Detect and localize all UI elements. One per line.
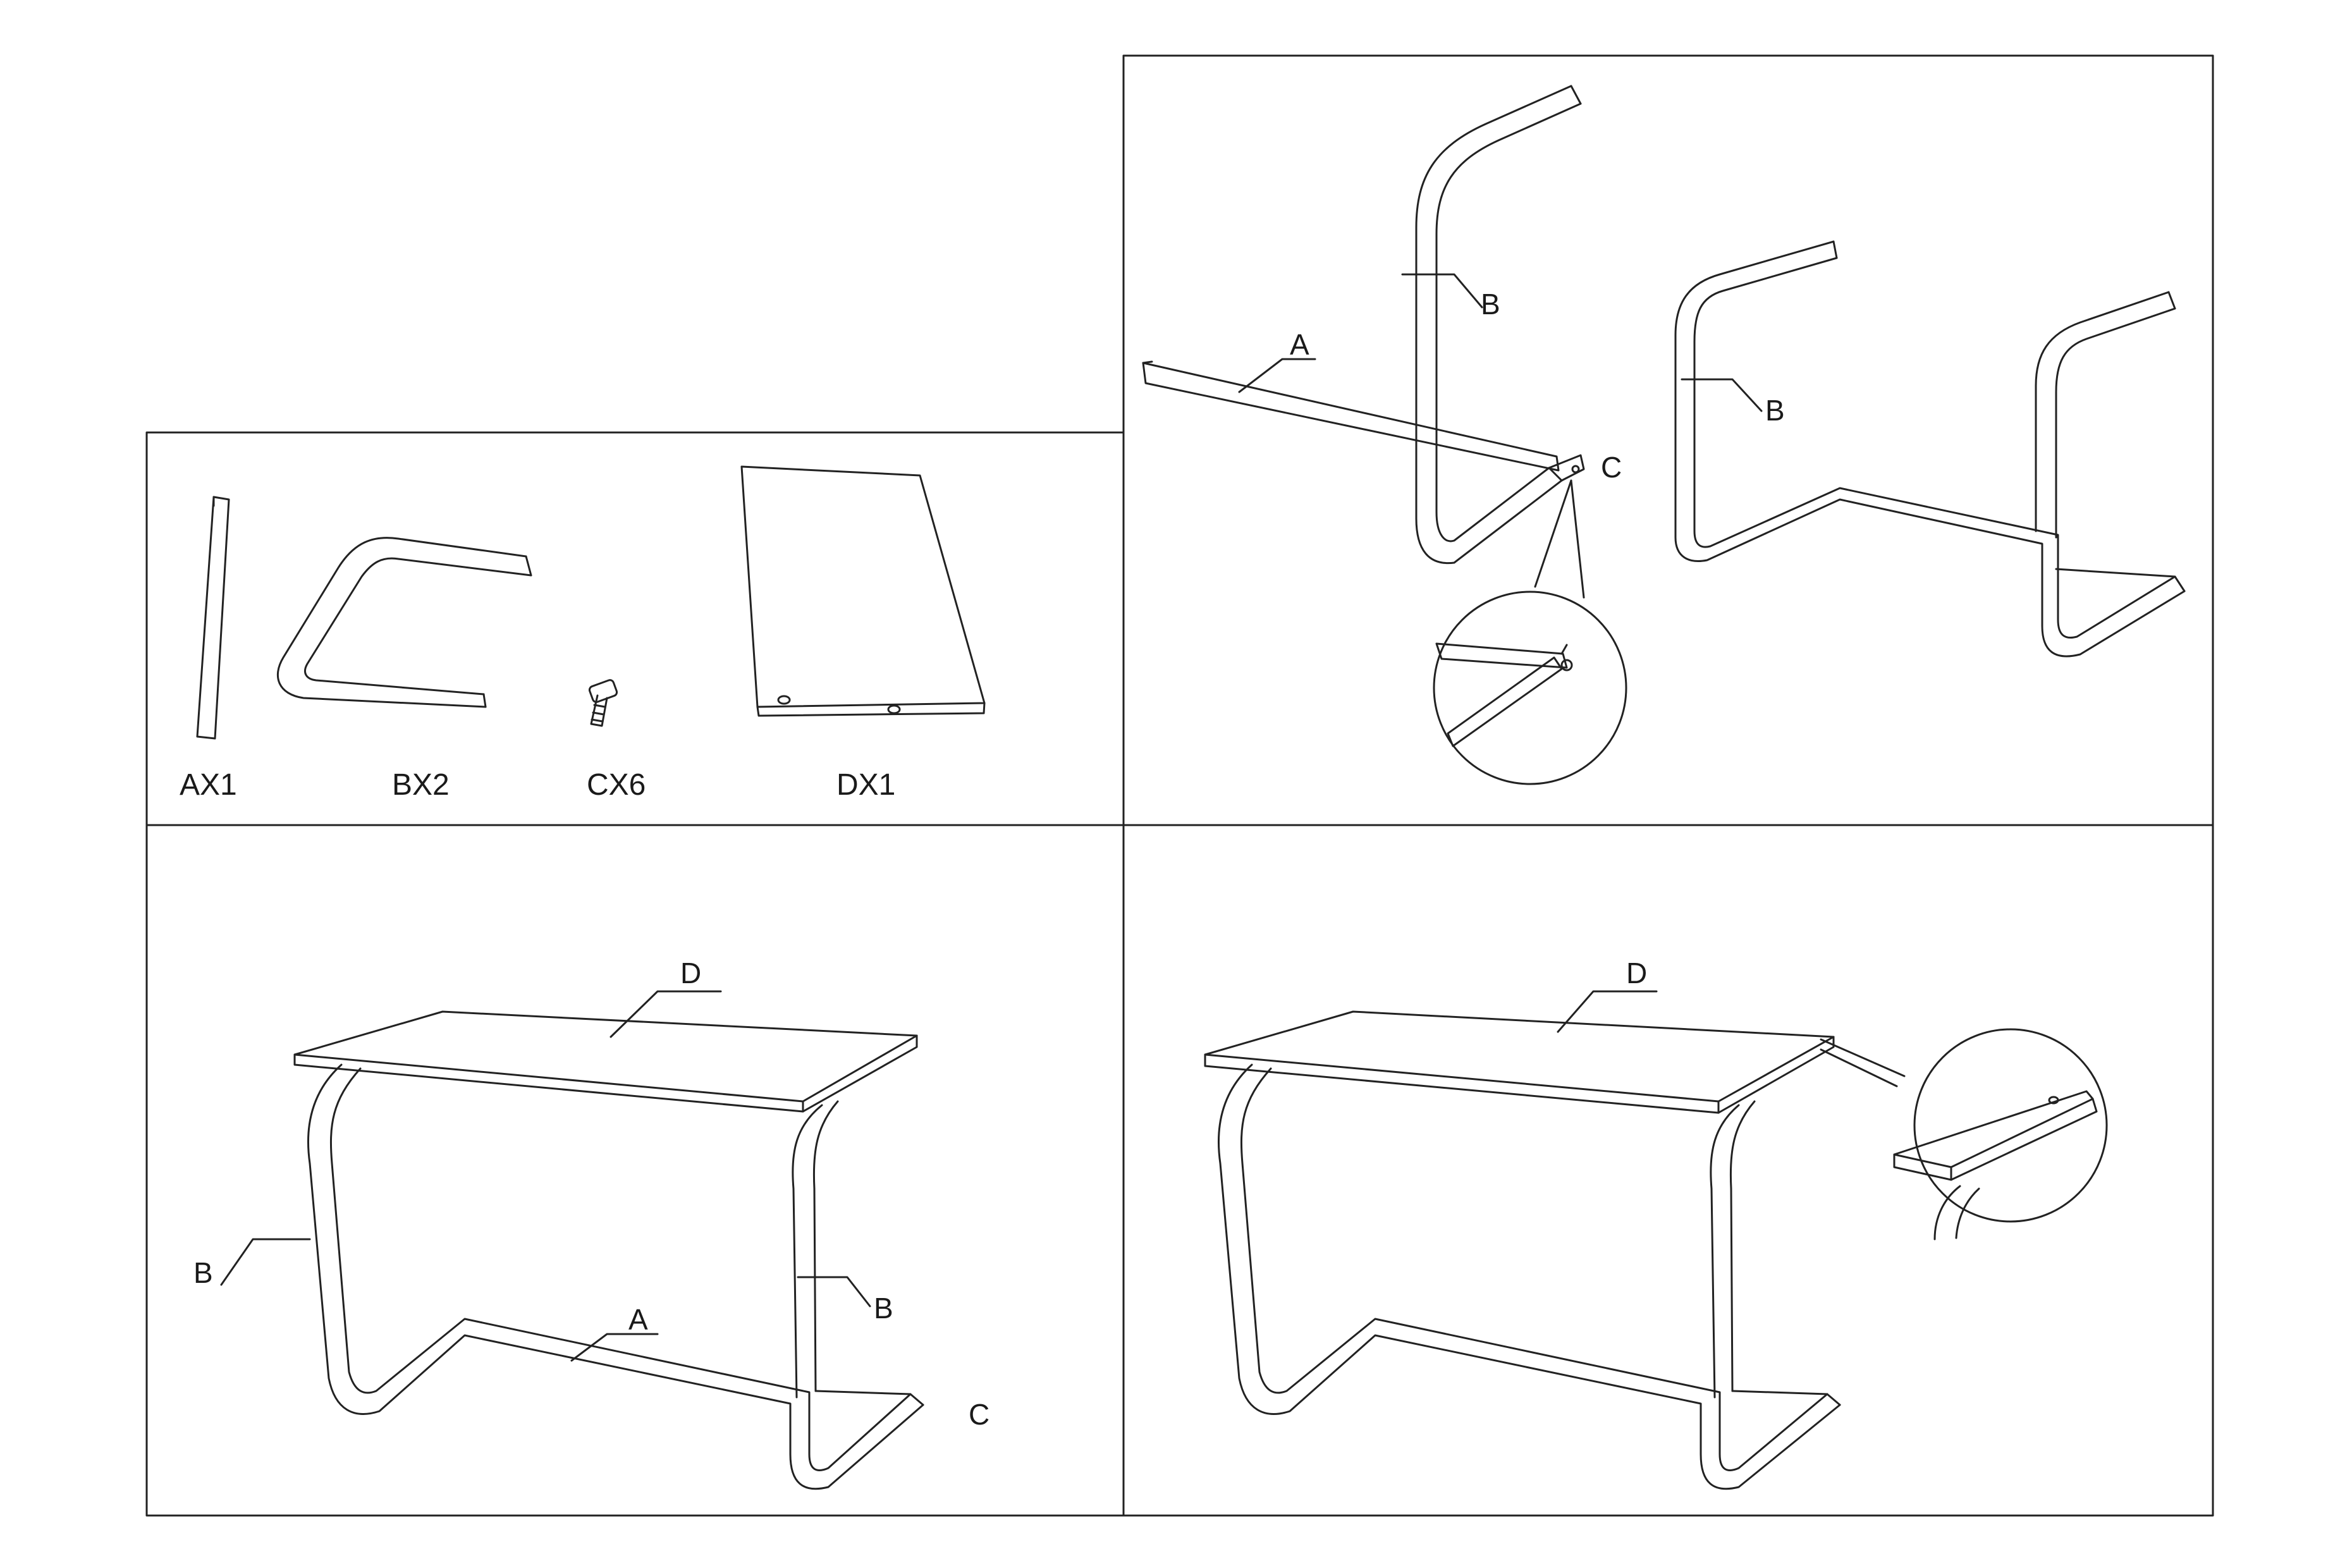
step2-label-b-right: B: [874, 1292, 893, 1325]
step3-desktop: [1204, 1010, 1835, 1114]
parts-panel-border: [145, 431, 1125, 826]
step1-frame-b-left: [1415, 85, 1585, 565]
part-b-caption: BX2: [392, 768, 450, 802]
part-d-caption: DX1: [836, 768, 896, 802]
step3-leaders: [1557, 990, 1658, 1033]
part-c-screw: [588, 679, 618, 727]
part-a-bar: [196, 496, 230, 740]
step1-label-b-left: B: [1481, 288, 1500, 321]
step2-frame: [307, 1063, 924, 1490]
step3-label-d: D: [1626, 957, 1648, 989]
step2-label-a: A: [628, 1303, 648, 1336]
part-b-tube: [277, 537, 532, 708]
part-a-caption: AX1: [180, 768, 237, 802]
step2-label-c: C: [969, 1398, 990, 1431]
step1-label-a: A: [1290, 328, 1309, 361]
step1-frame-right: [1674, 240, 2186, 658]
step3-panel-border: [1122, 824, 2214, 1517]
step2-leaders: [220, 990, 871, 1362]
step1-leaders: [1238, 273, 1763, 412]
step2-label-d: D: [680, 957, 702, 989]
step1-bar-a: [1142, 360, 1560, 472]
step1-panel-border: [1122, 54, 2214, 826]
part-d-panel: [740, 465, 986, 717]
step3-frame: [1218, 1063, 1841, 1490]
step2-desktop: [293, 1010, 918, 1113]
step3-detail-circle: [1820, 1028, 2108, 1240]
step2-label-b-left: B: [193, 1256, 213, 1289]
step1-label-b-right: B: [1765, 394, 1785, 427]
step1-label-c: C: [1601, 451, 1622, 484]
step1-detail-circle: [1433, 479, 1627, 785]
part-c-caption: CX6: [587, 768, 646, 802]
